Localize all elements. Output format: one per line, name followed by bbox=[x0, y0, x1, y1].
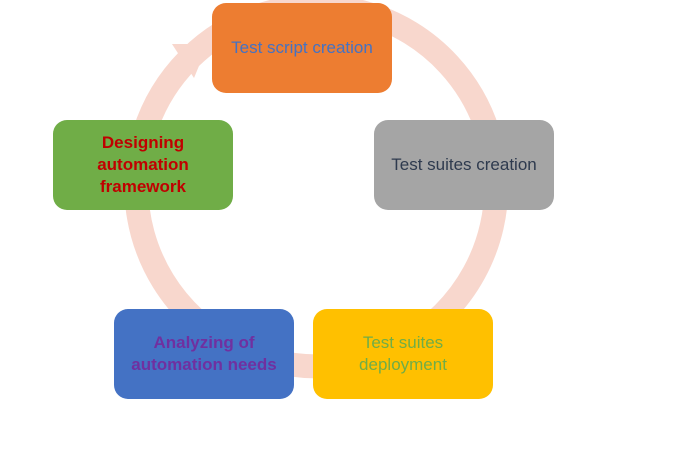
step-label: Test suites creation bbox=[391, 155, 537, 174]
step-label: Test script creation bbox=[231, 38, 373, 57]
step-test-suites-deployment: Test suites deployment bbox=[313, 309, 493, 399]
cycle-arrowhead bbox=[172, 44, 208, 78]
step-test-suites-creation: Test suites creation bbox=[374, 120, 554, 210]
step-label: Test suites deployment bbox=[359, 333, 447, 374]
step-designing-automation-framework: Designing automation framework bbox=[53, 120, 233, 210]
step-test-script-creation: Test script creation bbox=[212, 3, 392, 93]
step-label: Designing automation framework bbox=[97, 133, 189, 196]
step-analyzing-automation-needs: Analyzing of automation needs bbox=[114, 309, 294, 399]
step-label: Analyzing of automation needs bbox=[131, 333, 277, 374]
